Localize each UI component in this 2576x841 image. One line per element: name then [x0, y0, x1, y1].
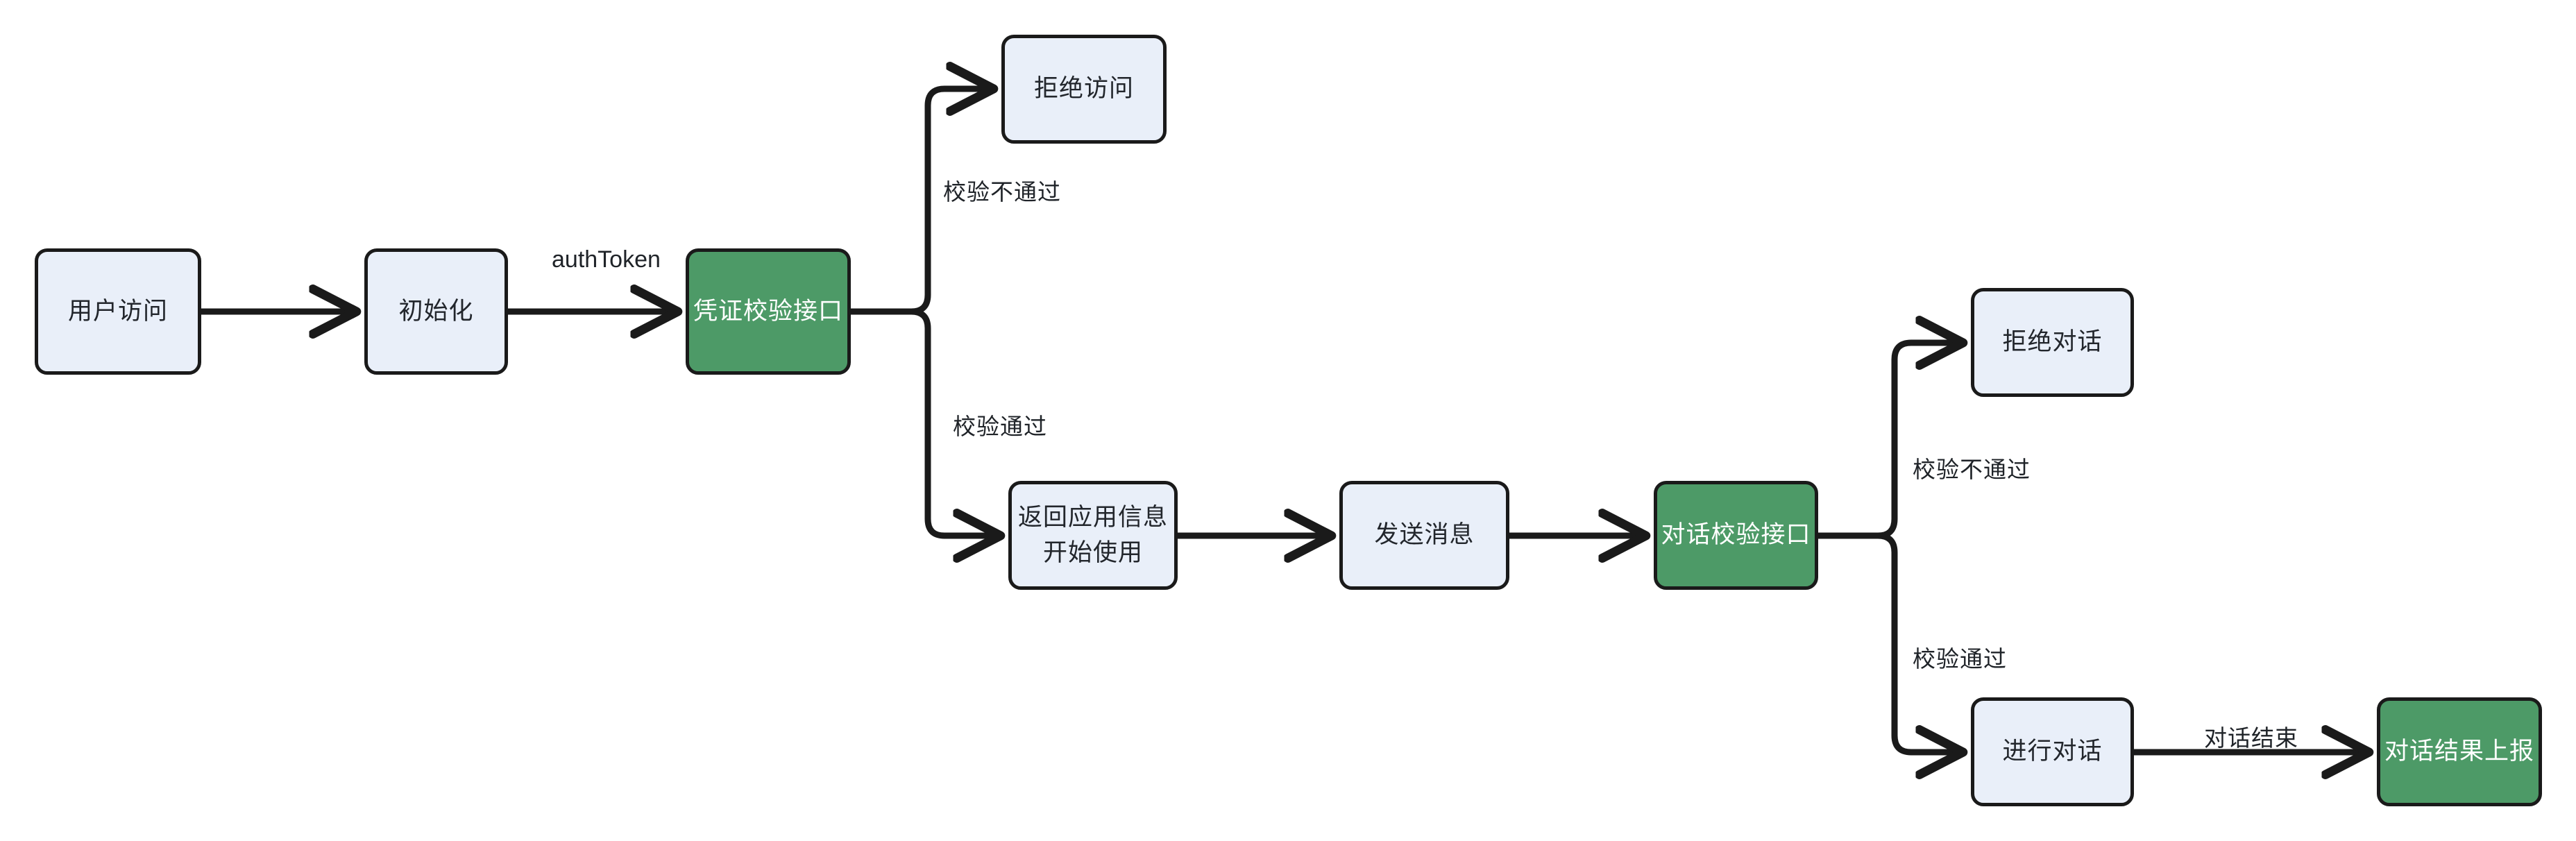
edge-label-verify-passed-1: 校验通过 [953, 414, 1047, 439]
node-credential-verify[interactable]: 凭证校验接口 [686, 248, 851, 375]
node-label-line-1: 返回应用信息 [1017, 503, 1168, 531]
node-label: 拒绝访问 [1033, 75, 1134, 103]
node-send-message[interactable]: 发送消息 [1339, 481, 1509, 590]
node-reject-dialog[interactable]: 拒绝对话 [1971, 288, 2134, 397]
node-label: 初始化 [398, 297, 474, 325]
edge-label-verify-failed-2: 校验不通过 [1913, 457, 2031, 482]
node-label: 用户访问 [67, 297, 168, 325]
node-label: 拒绝对话 [2002, 328, 2103, 356]
node-deny-access[interactable]: 拒绝访问 [1001, 35, 1167, 144]
edge-credential-verify-to-deny-access [910, 89, 992, 315]
edge-dialog-verify-to-do-dialog [1877, 532, 1962, 752]
node-dialog-verify[interactable]: 对话校验接口 [1654, 481, 1818, 590]
node-label: 对话校验接口 [1661, 521, 1811, 549]
edge-label-verify-failed-1: 校验不通过 [943, 179, 1061, 205]
edge-credential-verify-to-return-app-info [910, 308, 999, 536]
node-label-line-2: 开始使用 [1042, 538, 1143, 566]
node-do-dialog[interactable]: 进行对话 [1971, 697, 2134, 806]
node-label: 凭证校验接口 [693, 297, 843, 325]
node-return-app-info[interactable]: 返回应用信息 开始使用 [1008, 481, 1178, 590]
node-initialize[interactable]: 初始化 [364, 248, 508, 375]
node-label: 发送消息 [1374, 521, 1475, 549]
edge-label-auth-token: authToken [552, 246, 661, 273]
node-report-result[interactable]: 对话结果上报 [2377, 697, 2542, 806]
node-label: 进行对话 [2002, 738, 2103, 765]
edge-label-dialog-end: 对话结束 [2204, 725, 2298, 751]
node-user-access[interactable]: 用户访问 [35, 248, 201, 375]
node-label: 对话结果上报 [2384, 738, 2534, 765]
edge-dialog-verify-to-reject-dialog [1877, 343, 1962, 539]
edge-label-verify-passed-2: 校验通过 [1913, 646, 2007, 672]
